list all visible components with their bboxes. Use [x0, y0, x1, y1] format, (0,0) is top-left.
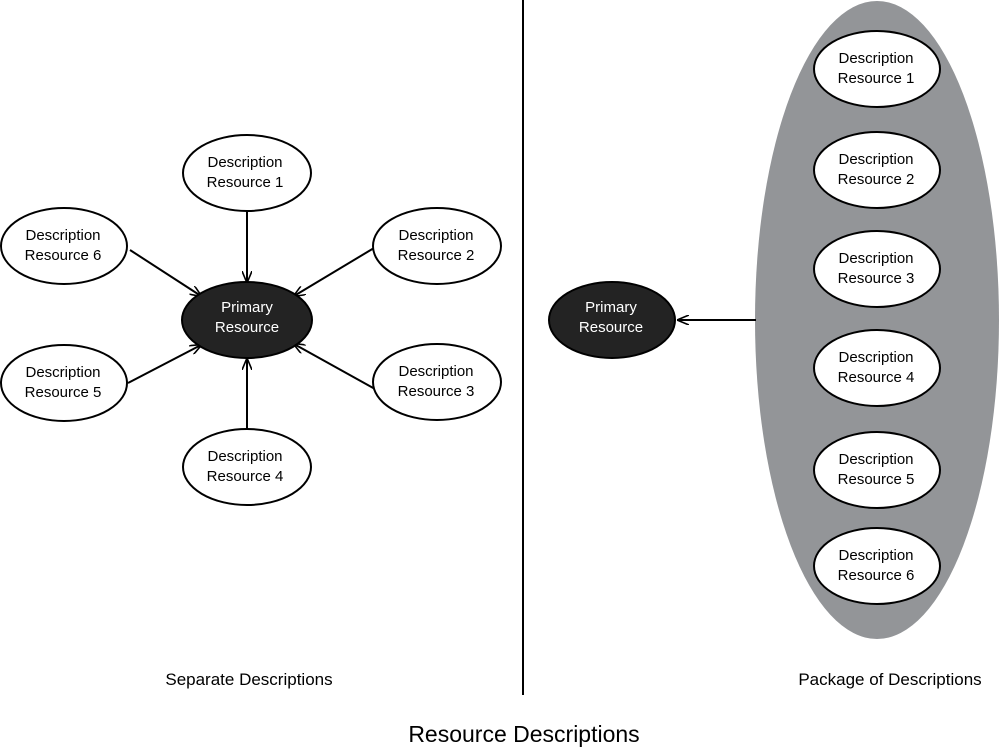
left-desc1-label-1: Description — [207, 154, 282, 171]
pkg-desc3-label-2: Resource 3 — [838, 270, 915, 287]
left-desc4-label-2: Resource 4 — [207, 468, 284, 485]
left-description-resource-5: Description Resource 5 — [0, 344, 128, 422]
left-desc3-label-2: Resource 3 — [398, 383, 475, 400]
package-description-resource-5: Description Resource 5 — [813, 431, 941, 509]
diagram-title: Resource Descriptions — [408, 721, 639, 747]
left-desc6-label-1: Description — [25, 227, 100, 244]
left-desc5-label-2: Resource 5 — [25, 384, 102, 401]
package-description-resource-4: Description Resource 4 — [813, 329, 941, 407]
left-desc2-label-1: Description — [398, 227, 473, 244]
left-panel-separate-descriptions: Primary Resource Description Resource 1 … — [0, 134, 502, 689]
left-desc1-label-2: Resource 1 — [207, 174, 284, 191]
pkg-desc4-label-1: Description — [838, 349, 913, 366]
package-description-resource-3: Description Resource 3 — [813, 230, 941, 308]
right-primary-resource: Primary Resource — [548, 281, 676, 359]
left-primary-resource: Primary Resource — [181, 281, 313, 359]
pkg-desc6-label-2: Resource 6 — [838, 567, 915, 584]
left-desc2-label-2: Resource 2 — [398, 247, 475, 264]
right-primary-label-1: Primary — [585, 299, 637, 316]
left-description-resource-2: Description Resource 2 — [372, 207, 502, 285]
left-desc5-label-1: Description — [25, 364, 100, 381]
pkg-desc1-label-2: Resource 1 — [838, 70, 915, 87]
left-description-resource-3: Description Resource 3 — [372, 343, 502, 421]
pkg-desc6-label-1: Description — [838, 547, 913, 564]
pkg-desc2-label-1: Description — [838, 151, 913, 168]
pkg-desc3-label-1: Description — [838, 250, 913, 267]
left-desc6-label-2: Resource 6 — [25, 247, 102, 264]
arrow-desc2-to-primary — [294, 247, 375, 296]
pkg-desc5-label-2: Resource 5 — [838, 471, 915, 488]
left-description-resource-1: Description Resource 1 — [182, 134, 312, 212]
pkg-desc2-label-2: Resource 2 — [838, 171, 915, 188]
pkg-desc4-label-2: Resource 4 — [838, 369, 915, 386]
left-primary-label-1: Primary — [221, 299, 273, 316]
left-desc4-label-1: Description — [207, 448, 282, 465]
right-panel-package-of-descriptions: Primary Resource Description Resource 1 … — [548, 1, 999, 689]
left-arrows — [127, 211, 376, 430]
arrow-desc3-to-primary — [294, 344, 376, 390]
pkg-desc1-label-1: Description — [838, 50, 913, 67]
right-caption: Package of Descriptions — [798, 670, 981, 689]
arrow-desc5-to-primary — [127, 345, 201, 384]
left-caption: Separate Descriptions — [165, 670, 332, 689]
package-description-resource-1: Description Resource 1 — [813, 30, 941, 108]
right-primary-label-2: Resource — [579, 319, 643, 336]
arrow-desc6-to-primary — [129, 249, 201, 296]
left-primary-label-2: Resource — [215, 319, 279, 336]
left-desc3-label-1: Description — [398, 363, 473, 380]
pkg-desc5-label-1: Description — [838, 451, 913, 468]
left-description-resource-6: Description Resource 6 — [0, 207, 128, 285]
package-description-resource-2: Description Resource 2 — [813, 131, 941, 209]
left-description-resource-4: Description Resource 4 — [182, 428, 312, 506]
package-description-resource-6: Description Resource 6 — [813, 527, 941, 605]
